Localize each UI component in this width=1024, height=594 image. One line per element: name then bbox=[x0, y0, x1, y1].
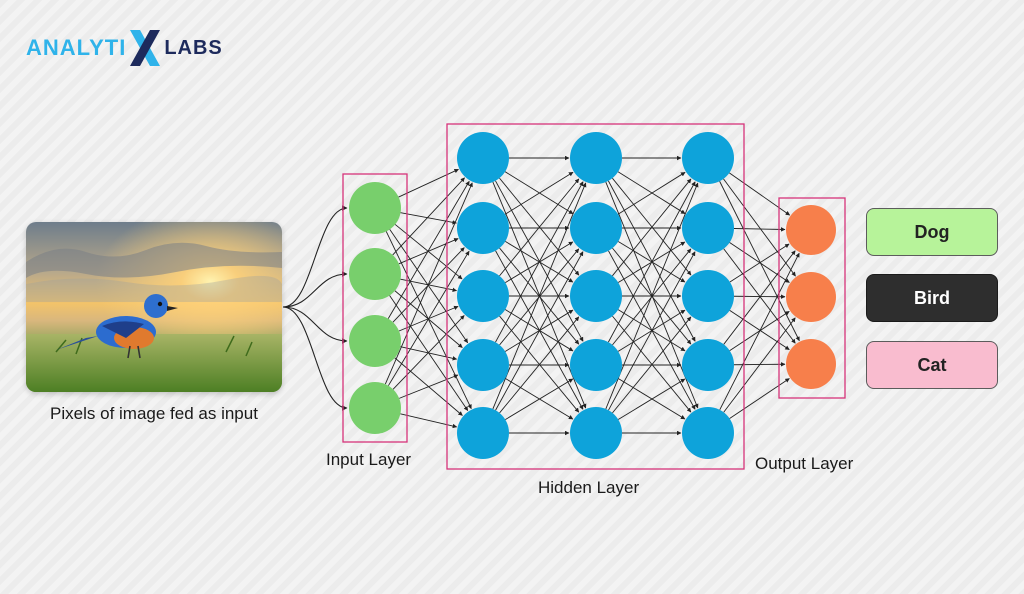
output-node-1 bbox=[786, 205, 836, 255]
hidden3-output-edge-2-1 bbox=[733, 227, 786, 232]
hidden1-hidden2-edge-5-3 bbox=[499, 316, 580, 414]
output-class-cat: Cat bbox=[866, 341, 998, 389]
input-feed-edge-3 bbox=[282, 306, 348, 344]
input-hidden1-edge-1-5 bbox=[385, 231, 472, 410]
hidden3-output-edge-3-3 bbox=[729, 309, 790, 351]
input-hidden1-edge-4-1 bbox=[384, 182, 473, 385]
hidden3-output-edge-5-2 bbox=[723, 317, 796, 413]
hidden-layer-1-node-2 bbox=[457, 202, 509, 254]
hidden2-hidden3-edge-5-4 bbox=[617, 378, 686, 420]
hidden-layer-3-node-1 bbox=[682, 132, 734, 184]
hidden-layer-2-node-4 bbox=[570, 339, 622, 391]
hidden-layer-frame bbox=[446, 123, 745, 470]
hidden1-hidden2-edge-5-4 bbox=[505, 378, 574, 420]
hidden-layer-3-node-2 bbox=[682, 202, 734, 254]
hidden1-hidden2-edge-3-5 bbox=[499, 315, 580, 413]
hidden-layer-3-node-4 bbox=[682, 339, 734, 391]
input-hidden1-edge-4-3 bbox=[392, 315, 465, 390]
hidden2-hidden3-edge-2-1 bbox=[617, 171, 686, 215]
input-layer-label: Input Layer bbox=[326, 450, 412, 469]
hidden1-hidden2-edge-3-1 bbox=[499, 178, 580, 277]
output-layer-frame bbox=[778, 197, 846, 399]
hidden1-hidden2-edge-2-1 bbox=[504, 171, 574, 215]
input-hidden1-edge-1-1 bbox=[398, 168, 459, 198]
input-hidden1-edge-2-2 bbox=[398, 238, 459, 265]
output-node-2 bbox=[786, 272, 836, 322]
logo-text-primary: ANALYTI bbox=[26, 35, 127, 60]
hidden2-hidden3-edge-3-5 bbox=[612, 315, 692, 413]
hidden1-hidden2-edge-5-1 bbox=[492, 182, 587, 410]
input-node-3 bbox=[349, 315, 401, 367]
output-class-dog: Dog bbox=[866, 208, 998, 256]
input-hidden1-edge-2-1 bbox=[392, 177, 465, 256]
hidden2-hidden3-edge-5-2 bbox=[608, 251, 696, 411]
input-feed-edge-4 bbox=[282, 306, 348, 411]
hidden-layer-2-node-1 bbox=[570, 132, 622, 184]
output-node-3 bbox=[786, 339, 836, 389]
hidden-layer-1-node-3 bbox=[457, 270, 509, 322]
input-hidden1-edge-3-1 bbox=[387, 180, 470, 319]
input-layer-frame bbox=[342, 173, 408, 443]
input-node-1 bbox=[349, 182, 401, 234]
hidden-layer-1-node-5 bbox=[457, 407, 509, 459]
network-nodes bbox=[349, 132, 836, 459]
hidden1-hidden2-edge-4-1 bbox=[495, 181, 584, 343]
image-caption: Pixels of image fed as input bbox=[50, 404, 258, 423]
hidden-layer-2-node-2 bbox=[570, 202, 622, 254]
hidden-layer-1-node-1 bbox=[457, 132, 509, 184]
hidden3-output-edge-2-3 bbox=[723, 248, 796, 344]
hidden2-hidden3-edge-4-1 bbox=[607, 181, 696, 343]
analytixlabs-logo: ANALYTI LABS bbox=[26, 26, 223, 70]
hidden1-hidden2-edge-5-2 bbox=[495, 251, 584, 411]
bird-photo-illustration bbox=[26, 222, 282, 392]
input-hidden1-edge-1-3 bbox=[394, 224, 463, 280]
hidden-layer-3-node-5 bbox=[682, 407, 734, 459]
input-node-2 bbox=[349, 248, 401, 300]
input-feed-edge-2 bbox=[282, 271, 348, 308]
input-feed-edge-1 bbox=[282, 205, 348, 308]
hidden1-hidden2-edge-1-3 bbox=[499, 177, 580, 276]
output-layer-label: Output Layer bbox=[755, 454, 854, 473]
hidden3-output-edge-1-1 bbox=[729, 172, 791, 216]
hidden3-output-edge-5-1 bbox=[719, 252, 800, 411]
logo-text-secondary: LABS bbox=[164, 36, 223, 59]
hidden3-output-edge-1-2 bbox=[723, 178, 796, 277]
input-node-4 bbox=[349, 382, 401, 434]
bird-figure bbox=[56, 294, 178, 359]
hidden2-hidden3-edge-5-3 bbox=[612, 316, 692, 414]
input-hidden1-edge-4-4 bbox=[398, 374, 459, 399]
hidden3-output-edge-4-1 bbox=[723, 250, 796, 345]
hidden-layer-2-node-3 bbox=[570, 270, 622, 322]
input-hidden1-edge-4-5 bbox=[400, 413, 458, 429]
hidden-layer-3-node-3 bbox=[682, 270, 734, 322]
hidden-layer-2-node-5 bbox=[570, 407, 622, 459]
logo-x-icon bbox=[130, 30, 161, 66]
hidden2-hidden3-edge-3-1 bbox=[612, 178, 692, 277]
hidden-layer-1-node-4 bbox=[457, 339, 509, 391]
bird-photo bbox=[26, 222, 282, 392]
hidden2-hidden3-edge-1-3 bbox=[612, 177, 692, 276]
input-hidden1-edge-1-4 bbox=[389, 229, 469, 344]
output-class-bird: Bird bbox=[866, 274, 998, 322]
layer-frames bbox=[342, 123, 846, 470]
hidden-layer-label: Hidden Layer bbox=[538, 478, 640, 497]
input-hidden1-edge-4-2 bbox=[387, 250, 470, 386]
